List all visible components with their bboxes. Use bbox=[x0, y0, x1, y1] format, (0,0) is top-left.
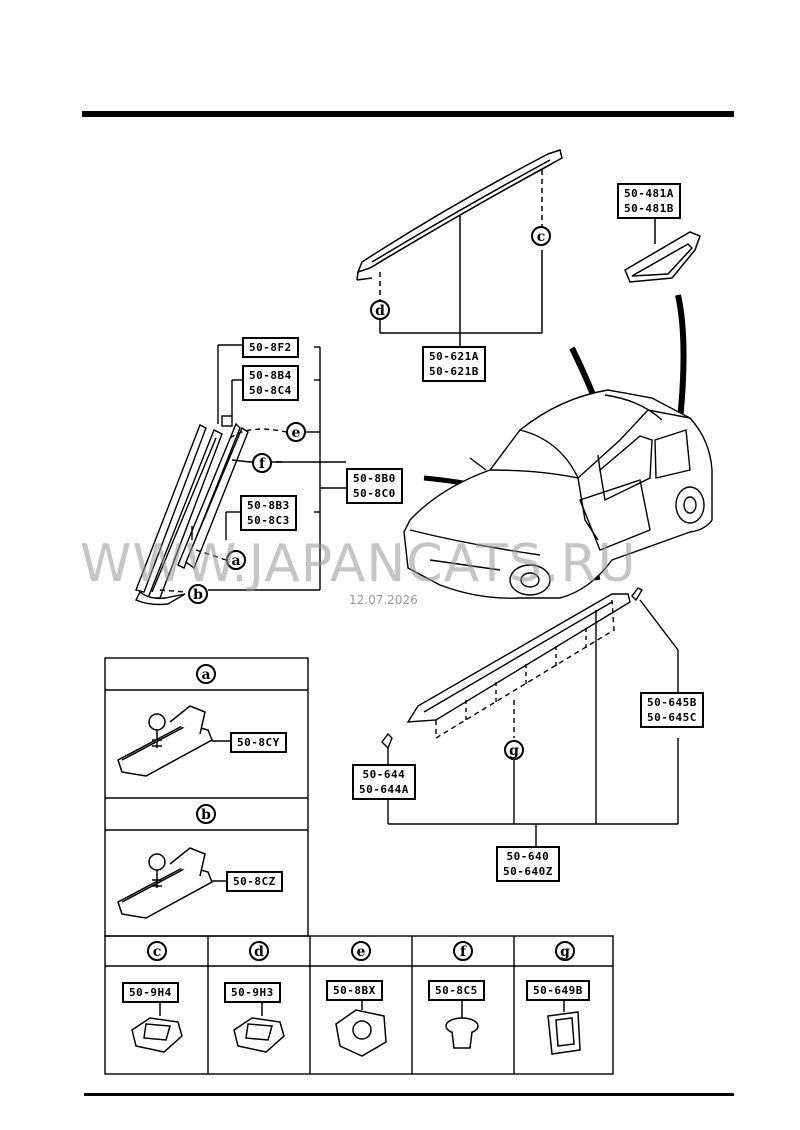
part-label-50-649B: 50-649B bbox=[526, 980, 590, 1001]
part-label-50-621: 50-621A 50-621B bbox=[422, 346, 486, 382]
callout-f: f bbox=[252, 453, 272, 473]
side-molding-drawing bbox=[381, 587, 679, 846]
top-rule bbox=[82, 111, 734, 117]
callout-a: a bbox=[226, 550, 246, 570]
part-label-50-9H4: 50-9H4 bbox=[122, 982, 179, 1003]
detail-header-b: b bbox=[196, 804, 216, 824]
callout-d: d bbox=[370, 300, 390, 320]
watermark-date: 12.07.2026 bbox=[349, 593, 418, 607]
clip-c-drawing bbox=[131, 1000, 183, 1053]
clip-e-drawing bbox=[335, 998, 387, 1057]
part-label-50-644: 50-644 50-644A bbox=[352, 764, 416, 800]
part-label-50-8C5: 50-8C5 bbox=[428, 980, 485, 1001]
part-label-50-481: 50-481A 50-481B bbox=[617, 183, 681, 219]
clip-b-drawing bbox=[117, 847, 226, 919]
callout-e: e bbox=[286, 422, 306, 442]
part-label-50-8F2: 50-8F2 bbox=[242, 337, 299, 358]
watermark: WWW.JAPANCATS.RU bbox=[80, 534, 637, 594]
detail-header-e: e bbox=[351, 941, 371, 961]
part-label-50-8B4: 50-8B4 50-8C4 bbox=[242, 365, 299, 401]
part-label-50-9H3: 50-9H3 bbox=[224, 982, 281, 1003]
car-drawing bbox=[403, 389, 713, 599]
clip-g-drawing bbox=[547, 998, 581, 1055]
part-label-50-8BX: 50-8BX bbox=[326, 980, 383, 1001]
detail-header-a: a bbox=[196, 664, 216, 684]
detail-header-c: c bbox=[147, 941, 167, 961]
part-label-50-8B0: 50-8B0 50-8C0 bbox=[346, 468, 403, 504]
part-label-50-645: 50-645B 50-645C bbox=[640, 692, 704, 728]
quarter-trim-drawing bbox=[624, 217, 701, 283]
door-trim-drawing bbox=[135, 344, 346, 606]
roof-molding-drawing bbox=[356, 149, 563, 281]
part-label-50-640: 50-640 50-640Z bbox=[496, 846, 560, 882]
part-label-50-8B3: 50-8B3 50-8C3 bbox=[240, 495, 297, 531]
part-label-50-8CY: 50-8CY bbox=[230, 732, 287, 753]
detail-boxes bbox=[104, 657, 614, 1075]
clip-f-drawing bbox=[445, 998, 479, 1049]
clip-d-drawing bbox=[233, 1000, 285, 1053]
clip-a-drawing bbox=[117, 705, 230, 777]
part-label-50-8CZ: 50-8CZ bbox=[226, 871, 283, 892]
callout-b: b bbox=[188, 584, 208, 604]
bottom-rule bbox=[84, 1093, 734, 1096]
detail-header-f: f bbox=[453, 941, 473, 961]
callout-c: c bbox=[531, 226, 551, 246]
detail-header-g: g bbox=[555, 941, 575, 961]
detail-header-d: d bbox=[249, 941, 269, 961]
callout-g: g bbox=[504, 740, 524, 760]
